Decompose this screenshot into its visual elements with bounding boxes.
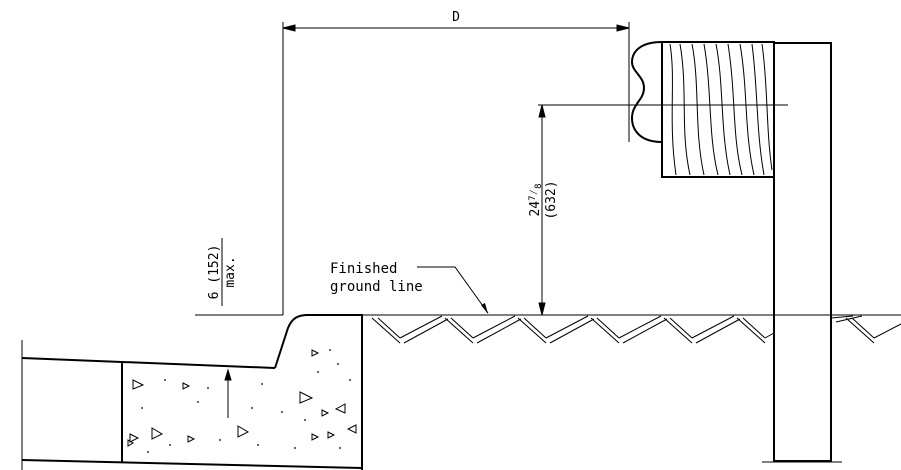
wood-grain	[669, 43, 773, 176]
w-beam-rail	[628, 41, 663, 143]
curb-and-gutter	[21, 314, 363, 470]
ground-label-line1: Finished	[330, 261, 397, 277]
rail-height-frac-den: 8	[534, 183, 544, 188]
rail-height-whole: 24	[528, 201, 543, 217]
ground-label-arrow	[481, 303, 488, 314]
dimension-d	[282, 22, 630, 315]
curb-height-value: 6 (152)	[207, 245, 222, 300]
rail-height-arrow-top	[538, 104, 546, 118]
timber-blockout	[661, 41, 775, 178]
curb-outline	[274, 314, 363, 470]
dim-d-arrow-left	[282, 24, 296, 32]
concrete-dots	[141, 349, 351, 453]
ground-label-leader	[417, 266, 489, 314]
rail-height-arrow-bottom	[538, 302, 546, 316]
ground-label-line2: ground line	[330, 279, 423, 295]
earth-hatch	[371, 315, 901, 344]
dimension-rail-height	[538, 104, 788, 316]
curb-height-small-dim	[224, 368, 232, 418]
dim-d-label: D	[452, 10, 460, 25]
rail-height-frac-num: 7	[528, 195, 538, 200]
gutter-top-line	[21, 357, 276, 369]
gutter-bottom-line	[21, 459, 363, 469]
curb-height-text: 6 (152) max.	[207, 245, 238, 300]
dim-d-arrow-right	[616, 24, 630, 32]
guardrail-post	[773, 42, 832, 462]
rail-height-text: 247⁄8 (632)	[527, 180, 559, 219]
concrete-aggregate	[127, 349, 357, 447]
w-beam-profile	[630, 41, 663, 143]
rail-height-metric: (632)	[544, 180, 559, 219]
curb-height-note: max.	[223, 256, 238, 287]
svg-text:247⁄8: 247⁄8	[527, 183, 544, 216]
